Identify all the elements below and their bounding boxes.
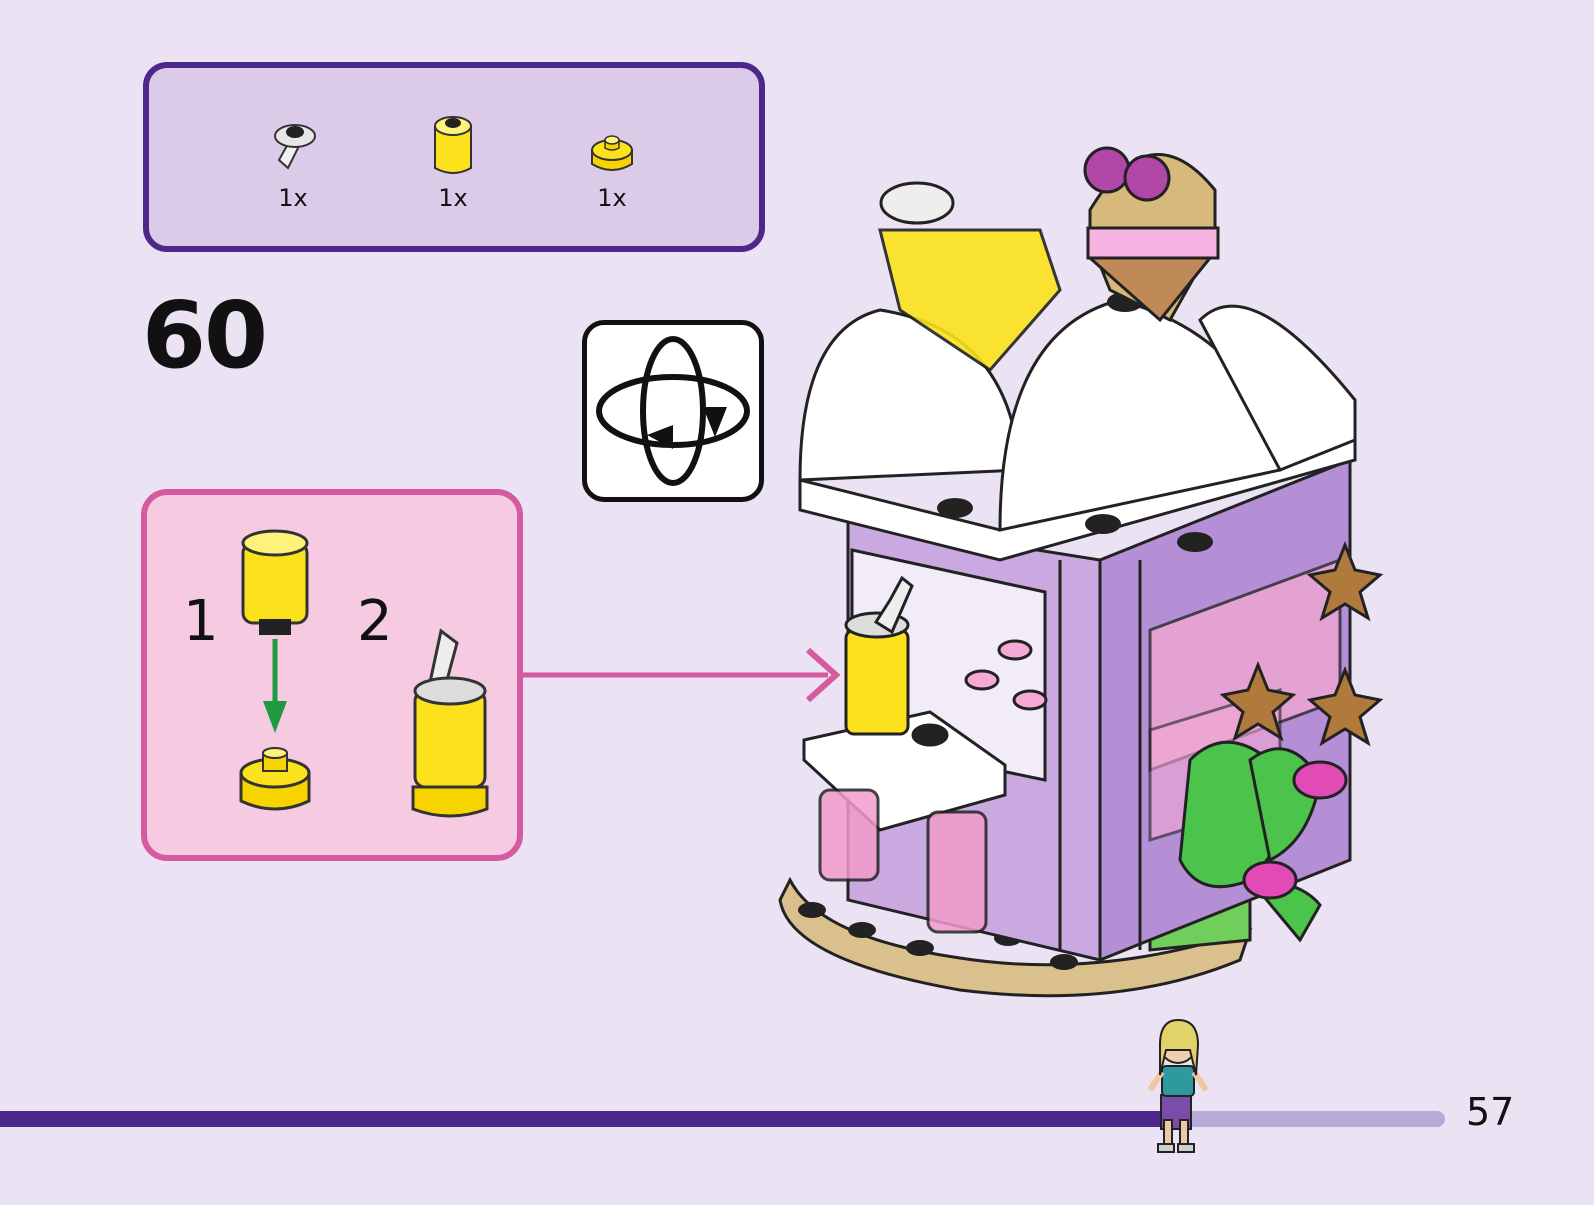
- parts-list-box: 1x 1x 1x: [143, 62, 765, 252]
- yellow-round-brick-icon: [423, 110, 483, 182]
- yellow-round-plate-icon: [582, 124, 642, 182]
- yellow-round-plate-icon: [241, 748, 309, 809]
- sub-assembly-illustration: [147, 495, 517, 855]
- pointer-arrow-icon: [523, 650, 836, 700]
- yellow-round-brick-icon: [243, 531, 307, 635]
- round-plate-with-bar-icon: [263, 116, 323, 182]
- model-illustration: [780, 148, 1380, 996]
- part-quantity: 1x: [253, 184, 333, 212]
- page-number: 57: [1466, 1090, 1514, 1134]
- minifigure-icon: [1150, 1020, 1206, 1152]
- rotate-model-icon: [587, 325, 759, 497]
- sub-assembly-box: 1 2: [141, 489, 523, 861]
- step-number: 60: [142, 282, 266, 389]
- down-arrow-icon: [263, 639, 287, 733]
- rotate-indicator: [582, 320, 764, 502]
- progress-bar: [0, 1111, 1445, 1127]
- cup-with-straw-icon: [413, 631, 487, 816]
- part-quantity: 1x: [572, 184, 652, 212]
- part-item-2: 1x: [413, 110, 493, 212]
- part-quantity: 1x: [413, 184, 493, 212]
- part-item-1: 1x: [253, 116, 333, 212]
- part-item-3: 1x: [572, 124, 652, 212]
